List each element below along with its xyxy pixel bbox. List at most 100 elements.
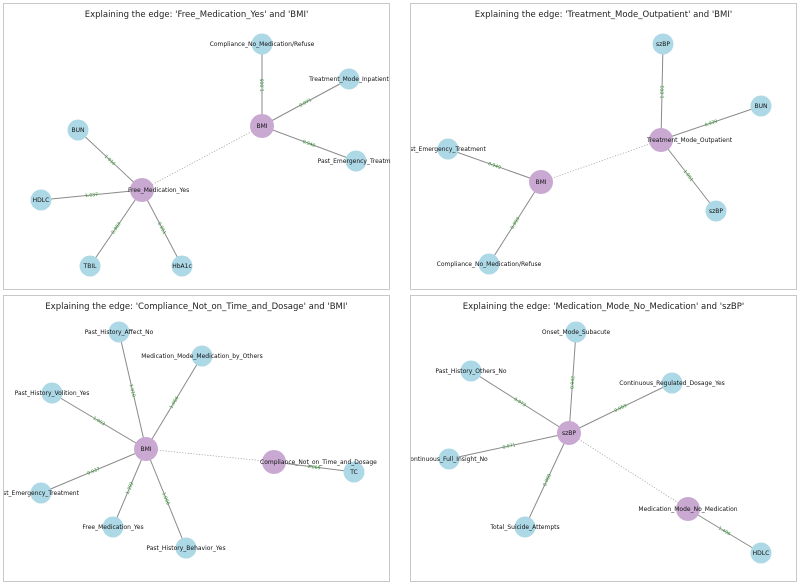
node-label-hdlc: HDLC xyxy=(33,197,50,204)
node-label-pet: st_Emergency_Treatment xyxy=(4,490,80,497)
highlighted-node xyxy=(557,421,581,445)
edge-weight-label: 1.392 xyxy=(125,481,136,496)
node xyxy=(438,448,460,470)
edge-szbp-phon xyxy=(470,370,570,434)
explained-edge-dotted xyxy=(568,432,689,510)
edge-szbp-tsa xyxy=(524,432,570,528)
edge-tmo-bun xyxy=(660,105,762,141)
edge-weight-label: 0.949 xyxy=(487,161,501,171)
edge-bmi-pet xyxy=(447,148,542,183)
node-label-hba1c: HbA1c xyxy=(172,263,192,270)
explained-edge-dotted xyxy=(141,125,263,191)
node xyxy=(102,516,124,538)
edge-fmy-hba1c xyxy=(141,189,183,267)
edge-tmo-szbp1 xyxy=(660,43,664,141)
explained-edge-dotted xyxy=(145,448,275,463)
edge-weight-label: 1.066 xyxy=(168,396,180,410)
node-label-oms: Onset_Mode_Subacute xyxy=(542,329,611,336)
node xyxy=(41,382,63,404)
edge-weight-label: 0.980 xyxy=(542,473,553,488)
highlighted-node xyxy=(130,178,154,202)
edge-bmi-phby xyxy=(145,448,187,549)
node-label-phvy: Past_History_Volition_Yes xyxy=(15,390,90,397)
node xyxy=(565,321,587,343)
node-label-phon: Past_History_Others_No xyxy=(435,368,507,375)
node-label-pet: st_Emergency_Treatment xyxy=(411,146,487,153)
node xyxy=(345,150,367,172)
edge-tmo-szbp2 xyxy=(660,139,717,212)
node-label-tsa: Total_Suicide_Attempts xyxy=(489,524,559,531)
node-label-phby: Past_History_Behavior_Yes xyxy=(146,545,225,552)
node xyxy=(30,189,52,211)
edge-weight-label: 0.971 xyxy=(299,97,313,109)
edge-weight-label: 0.999 xyxy=(509,216,521,230)
edge-bmi-fmy xyxy=(112,448,147,528)
edge-fmy-tbil xyxy=(89,189,143,267)
edge-weight-label: 0.973 xyxy=(513,396,527,408)
node-label-fmy: Free_Medication_Yes xyxy=(128,187,189,194)
panel-treatment-mode-bmi: Explaining the edge: 'Treatment_Mode_Out… xyxy=(410,3,797,290)
node xyxy=(460,360,482,382)
node xyxy=(191,345,213,367)
graph-canvas: 0.9420.9730.9590.9710.9801.496szBPMedica… xyxy=(411,321,772,564)
node xyxy=(652,33,674,55)
graph-canvas: 1.0030.9391.0510.9490.999Treatment_Mode_… xyxy=(411,33,772,275)
node-label-szbp: szBP xyxy=(562,430,576,437)
node-label-bun: BUN xyxy=(72,127,85,134)
edge-bmi-phvy xyxy=(51,392,147,450)
edge-weight-label: 0.971 xyxy=(502,442,516,451)
node-label-cnmr: Compliance_No_Medication/Refuse xyxy=(437,261,542,268)
node-label-bmi: BMI xyxy=(256,123,267,130)
edge-weight-label: 1.005 xyxy=(260,78,266,91)
node-label-tmo: Treatment_Mode_Outpatient xyxy=(646,137,733,144)
node xyxy=(338,68,360,90)
node-label-cfin: ontinuous_Full_Insight_No xyxy=(411,456,488,463)
edge-mmnm-hdlc xyxy=(687,508,762,554)
node-label-cnmr: Compliance_No_Medication/Refuse xyxy=(210,41,315,48)
edge-cntd-tc xyxy=(273,461,355,473)
edge-weight-label: 1.003 xyxy=(659,85,665,98)
edge-weight-label: 1.496 xyxy=(717,525,731,537)
node xyxy=(514,516,536,538)
panel-title: Explaining the edge: 'Treatment_Mode_Out… xyxy=(474,10,733,20)
edge-bmi-pet xyxy=(40,448,147,494)
edge-weight-label: 0.959 xyxy=(613,403,628,414)
edge-szbp-oms xyxy=(568,331,577,434)
edge-weight-label: 0.939 xyxy=(704,118,718,128)
node xyxy=(108,321,130,343)
edge-bmi-cnmr xyxy=(488,181,542,265)
node-label-tmi: Treatment_Mode_Inpatient xyxy=(308,76,389,83)
node-label-fmy: Free_Medication_Yes xyxy=(82,524,143,531)
edge-weight-label: 1.037 xyxy=(85,192,99,199)
panel-title: Explaining the edge: 'Free_Medication_Ye… xyxy=(84,10,309,20)
edge-weight-label: 1.006 xyxy=(160,491,171,506)
node-label-pet: Past_Emergency_Treatme xyxy=(318,158,391,165)
edge-weight-label: 0.983 xyxy=(110,221,122,235)
edge-szbp-cfin xyxy=(448,432,570,460)
node xyxy=(343,461,365,483)
node xyxy=(437,138,459,160)
explained-edge-dotted xyxy=(540,139,662,183)
node xyxy=(661,372,683,394)
panel-medication-mode-szbp: Explaining the edge: 'Medication_Mode_No… xyxy=(410,295,797,582)
edge-weight-label: 0.937 xyxy=(86,466,101,477)
edge-bmi-tmi xyxy=(261,78,350,127)
node xyxy=(750,95,772,117)
node xyxy=(67,119,89,141)
node-label-bun: BUN xyxy=(755,103,768,110)
node-label-hdlc: HDLC xyxy=(753,550,770,557)
edge-fmy-bun xyxy=(77,129,143,191)
highlighted-node xyxy=(529,170,553,194)
edge-weight-label: 0.951 xyxy=(156,221,167,235)
node xyxy=(79,255,101,277)
node-label-crdy: Continuous_Regulated_Dosage_Yes xyxy=(619,380,725,387)
edge-bmi-mmmo xyxy=(145,355,203,450)
node-label-tbil: TBIL xyxy=(83,263,98,270)
highlighted-node xyxy=(134,437,158,461)
node xyxy=(750,542,772,564)
panel-title: Explaining the edge: 'Compliance_Not_on_… xyxy=(45,302,348,312)
edge-bmi-pet xyxy=(261,125,357,162)
edge-weight-label: 0.940 xyxy=(302,139,316,149)
node xyxy=(171,255,193,277)
